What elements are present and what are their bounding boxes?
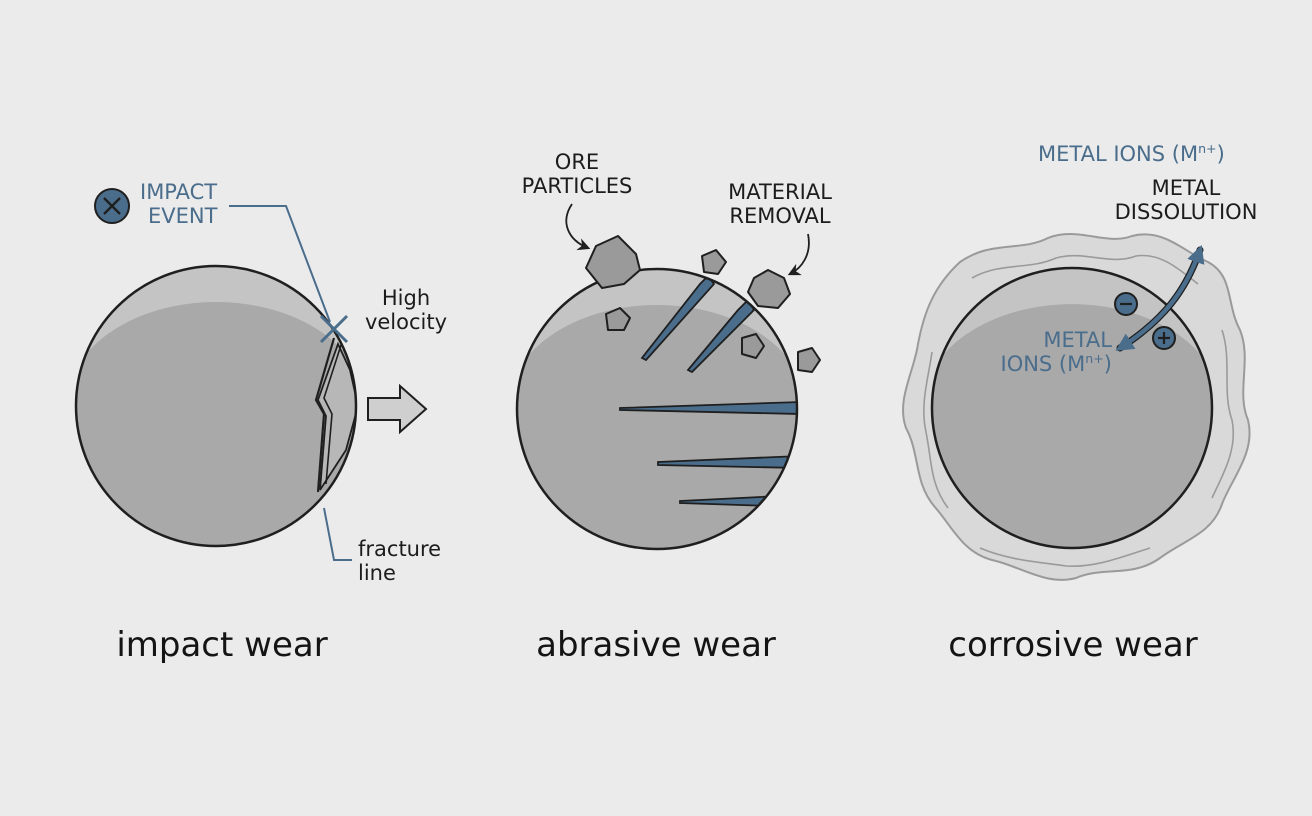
ore-callout-arrow — [565, 203, 591, 251]
dissolution-arrow — [1115, 244, 1205, 351]
ore-particle — [747, 269, 791, 309]
ore-particle — [585, 235, 641, 289]
ore-particle — [741, 333, 765, 359]
ore-particles — [585, 235, 821, 373]
material-removal-label: MATERIAL REMOVAL — [728, 180, 832, 229]
metal-ions-top-label: METAL IONS (Mn+) — [1038, 141, 1225, 166]
removal-callout-arrow — [787, 233, 810, 276]
high-velocity-label: High velocity — [364, 286, 448, 335]
ore-particles-label: ORE PARTICLES — [521, 150, 633, 199]
abrasive-wear-caption: abrasive wear — [536, 625, 776, 665]
metal-ions-inner-label: METAL IONS (Mn+) — [1000, 328, 1113, 377]
groove-4 — [657, 455, 797, 469]
abrasive-wear-panel — [515, 203, 821, 551]
impact-leader-line — [229, 205, 331, 323]
ore-particle — [605, 307, 631, 331]
corrosive-wear-panel — [902, 233, 1251, 581]
fracture-line-label: fracture line — [358, 537, 442, 586]
impact-event-label: IMPACT EVENT — [140, 180, 218, 229]
impact-wear-caption: impact wear — [116, 625, 328, 665]
velocity-arrow — [367, 383, 428, 435]
negative-ion-icon — [1114, 292, 1138, 316]
fracture-leader-line — [323, 507, 352, 561]
impact-event-icon — [94, 188, 130, 224]
groove-1 — [640, 274, 716, 362]
impact-wear-panel — [74, 188, 428, 561]
positive-ion-icon — [1152, 326, 1176, 350]
ore-particle — [701, 249, 727, 275]
metal-dissolution-label: METAL DISSOLUTION — [1114, 176, 1258, 225]
impact-point-mark — [319, 314, 349, 344]
corrosive-wear-caption: corrosive wear — [948, 625, 1198, 665]
groove-3 — [619, 401, 797, 415]
ore-particle — [797, 347, 821, 373]
